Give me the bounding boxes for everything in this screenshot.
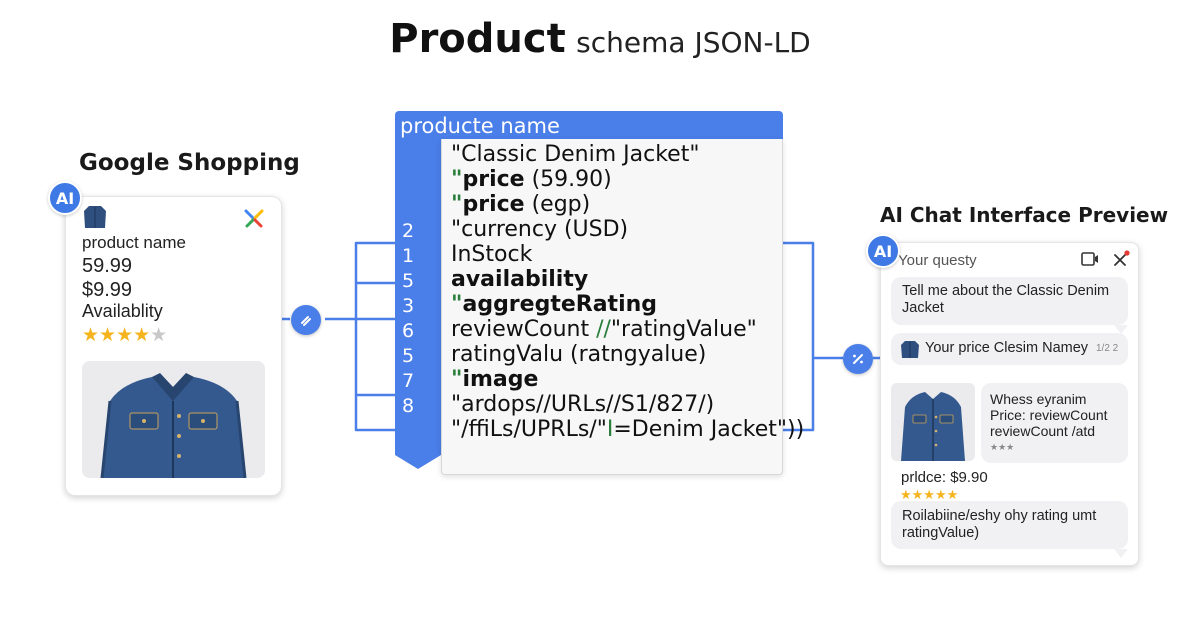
- code-token: reviewCount: [451, 317, 597, 342]
- user-message-text: Tell me about the Classic Denim Jacket: [902, 283, 1110, 316]
- code-token: price: [462, 167, 525, 192]
- chat-product-image[interactable]: [891, 383, 975, 461]
- code-line: "Classic Denim Jacket": [451, 142, 699, 167]
- code-line: "price (59.90): [451, 167, 612, 192]
- code-header-label: producte name: [400, 114, 560, 138]
- bubble-tail: [1114, 325, 1128, 334]
- product-info-line: Price: reviewCount: [990, 407, 1108, 423]
- code-token: (59.90): [524, 167, 612, 192]
- denim-jacket-image-small: [891, 383, 975, 461]
- line-number: 6: [402, 320, 415, 342]
- code-line: "currency (USD): [451, 217, 628, 242]
- product-name: product name: [82, 233, 186, 252]
- reply-meta: 1/2 2: [1096, 343, 1119, 354]
- json-ld-code-panel[interactable]: producte name 2 1 5 3 6 5 7 8 "Classic Denim Ja…: [395, 111, 804, 475]
- ai-chat-badge-icon: AI: [866, 234, 900, 268]
- ai-chat-label: AI Chat Interface Preview: [880, 203, 1169, 227]
- rating-text: Roilabiine/eshy ohy rating umt ratingVal…: [902, 508, 1097, 541]
- code-token: "/ffiLs/UPRLs/": [451, 417, 607, 442]
- product-availability: Availablity: [82, 301, 163, 321]
- line-number: 3: [402, 295, 415, 317]
- code-body[interactable]: "Classic Denim Jacket""price (59.90)"pri…: [441, 139, 804, 475]
- left-link-hub-icon[interactable]: [291, 305, 321, 335]
- ai-badge-icon: AI: [48, 181, 82, 215]
- code-line: "image: [451, 367, 538, 392]
- rating-stars-empty: ★: [150, 325, 168, 346]
- code-token: I: [606, 417, 614, 442]
- page-title: Product schema JSON-LD: [0, 16, 1200, 62]
- code-token: (egp): [524, 192, 591, 217]
- code-line: "price (egp): [451, 192, 590, 217]
- reply-bubble: Your price Clesim Namey 1/2 2: [891, 333, 1128, 365]
- code-line: InStock: [451, 242, 532, 267]
- product-price: 59.99: [82, 255, 133, 277]
- code-header: producte name: [395, 111, 783, 139]
- title-strong: Product: [389, 16, 566, 62]
- code-line: "ardops//URLs//S1/827/): [451, 392, 714, 417]
- rating-bubble: Roilabiine/eshy ohy rating umt ratingVal…: [891, 501, 1128, 549]
- line-number: 5: [402, 270, 415, 292]
- chat-price: prldce: $9.90: [901, 469, 988, 486]
- code-token: ": [451, 367, 463, 392]
- code-token: image: [462, 367, 539, 392]
- right-link-hub-icon[interactable]: [843, 344, 873, 374]
- video-icon[interactable]: [1081, 251, 1099, 267]
- denim-jacket-image: [82, 361, 265, 478]
- code-token: aggregteRating: [462, 292, 658, 317]
- code-token: ": [451, 292, 463, 317]
- code-token: InStock: [451, 242, 533, 267]
- code-line: "/ffiLs/UPRLs/"I=Denim Jacket")): [451, 417, 804, 442]
- code-line: reviewCount //"ratingValue": [451, 317, 757, 342]
- reply-text: Your price Clesim Namey: [925, 340, 1089, 356]
- code-token: =Denim Jacket")): [613, 417, 805, 442]
- line-number: 8: [402, 395, 415, 417]
- line-number: 5: [402, 345, 415, 367]
- product-image[interactable]: [82, 361, 265, 478]
- code-token: //: [596, 317, 611, 342]
- shopping-logo-icon: [244, 209, 264, 228]
- code-token: "Classic Denim Jacket": [451, 142, 700, 167]
- code-token: ": [451, 192, 463, 217]
- code-line: availability: [451, 267, 588, 292]
- product-info-line: reviewCount /atd: [990, 423, 1096, 439]
- jacket-thumbnail-icon: [84, 206, 106, 228]
- product-info-bubble: Whess eyranim Price: reviewCount reviewC…: [981, 383, 1128, 463]
- user-message-bubble: Tell me about the Classic Denim Jacket: [891, 277, 1128, 325]
- code-token: "ardops//URLs//S1/827/): [451, 392, 715, 417]
- bubble-tail: [1114, 549, 1128, 558]
- code-line: ratingValu (ratngyalue): [451, 342, 706, 367]
- code-token: ratingValu (ratngyalue): [451, 342, 707, 367]
- left-bracket-ticks: [356, 281, 395, 397]
- chat-query-input[interactable]: Your questy: [898, 252, 977, 269]
- code-token: price: [462, 192, 525, 217]
- product-rating-stars: ★★★★★: [82, 324, 167, 347]
- google-shopping-card[interactable]: product name 59.99 $9.99 Availablity ★★★…: [65, 196, 282, 496]
- line-number: 2: [402, 220, 415, 242]
- code-token: "currency (USD): [451, 217, 629, 242]
- right-bracket-line: [783, 241, 815, 432]
- line-number: 7: [402, 370, 415, 392]
- code-line: "aggregteRating: [451, 292, 657, 317]
- line-number: 1: [402, 245, 415, 267]
- jacket-avatar-icon: [901, 341, 919, 358]
- ai-chat-card[interactable]: Your questy Tell me about the Classic De…: [880, 242, 1139, 566]
- code-token: availability: [451, 267, 589, 292]
- product-price-secondary: $9.99: [82, 279, 133, 301]
- code-gutter-tip: [395, 455, 441, 469]
- title-light: schema JSON-LD: [576, 26, 811, 59]
- code-token: ": [451, 167, 463, 192]
- code-gutter: 2 1 5 3 6 5 7 8: [395, 139, 441, 455]
- product-info-line: ★★★: [990, 442, 1015, 452]
- rating-stars-filled: ★★★★: [82, 325, 151, 346]
- chat-rating-stars: ★★★★★: [900, 487, 959, 502]
- left-bracket-line: [354, 241, 395, 432]
- product-info-line: Whess eyranim: [990, 391, 1087, 407]
- close-icon[interactable]: [1111, 249, 1131, 269]
- google-shopping-label: Google Shopping: [79, 150, 300, 176]
- code-token: "ratingValue": [610, 317, 757, 342]
